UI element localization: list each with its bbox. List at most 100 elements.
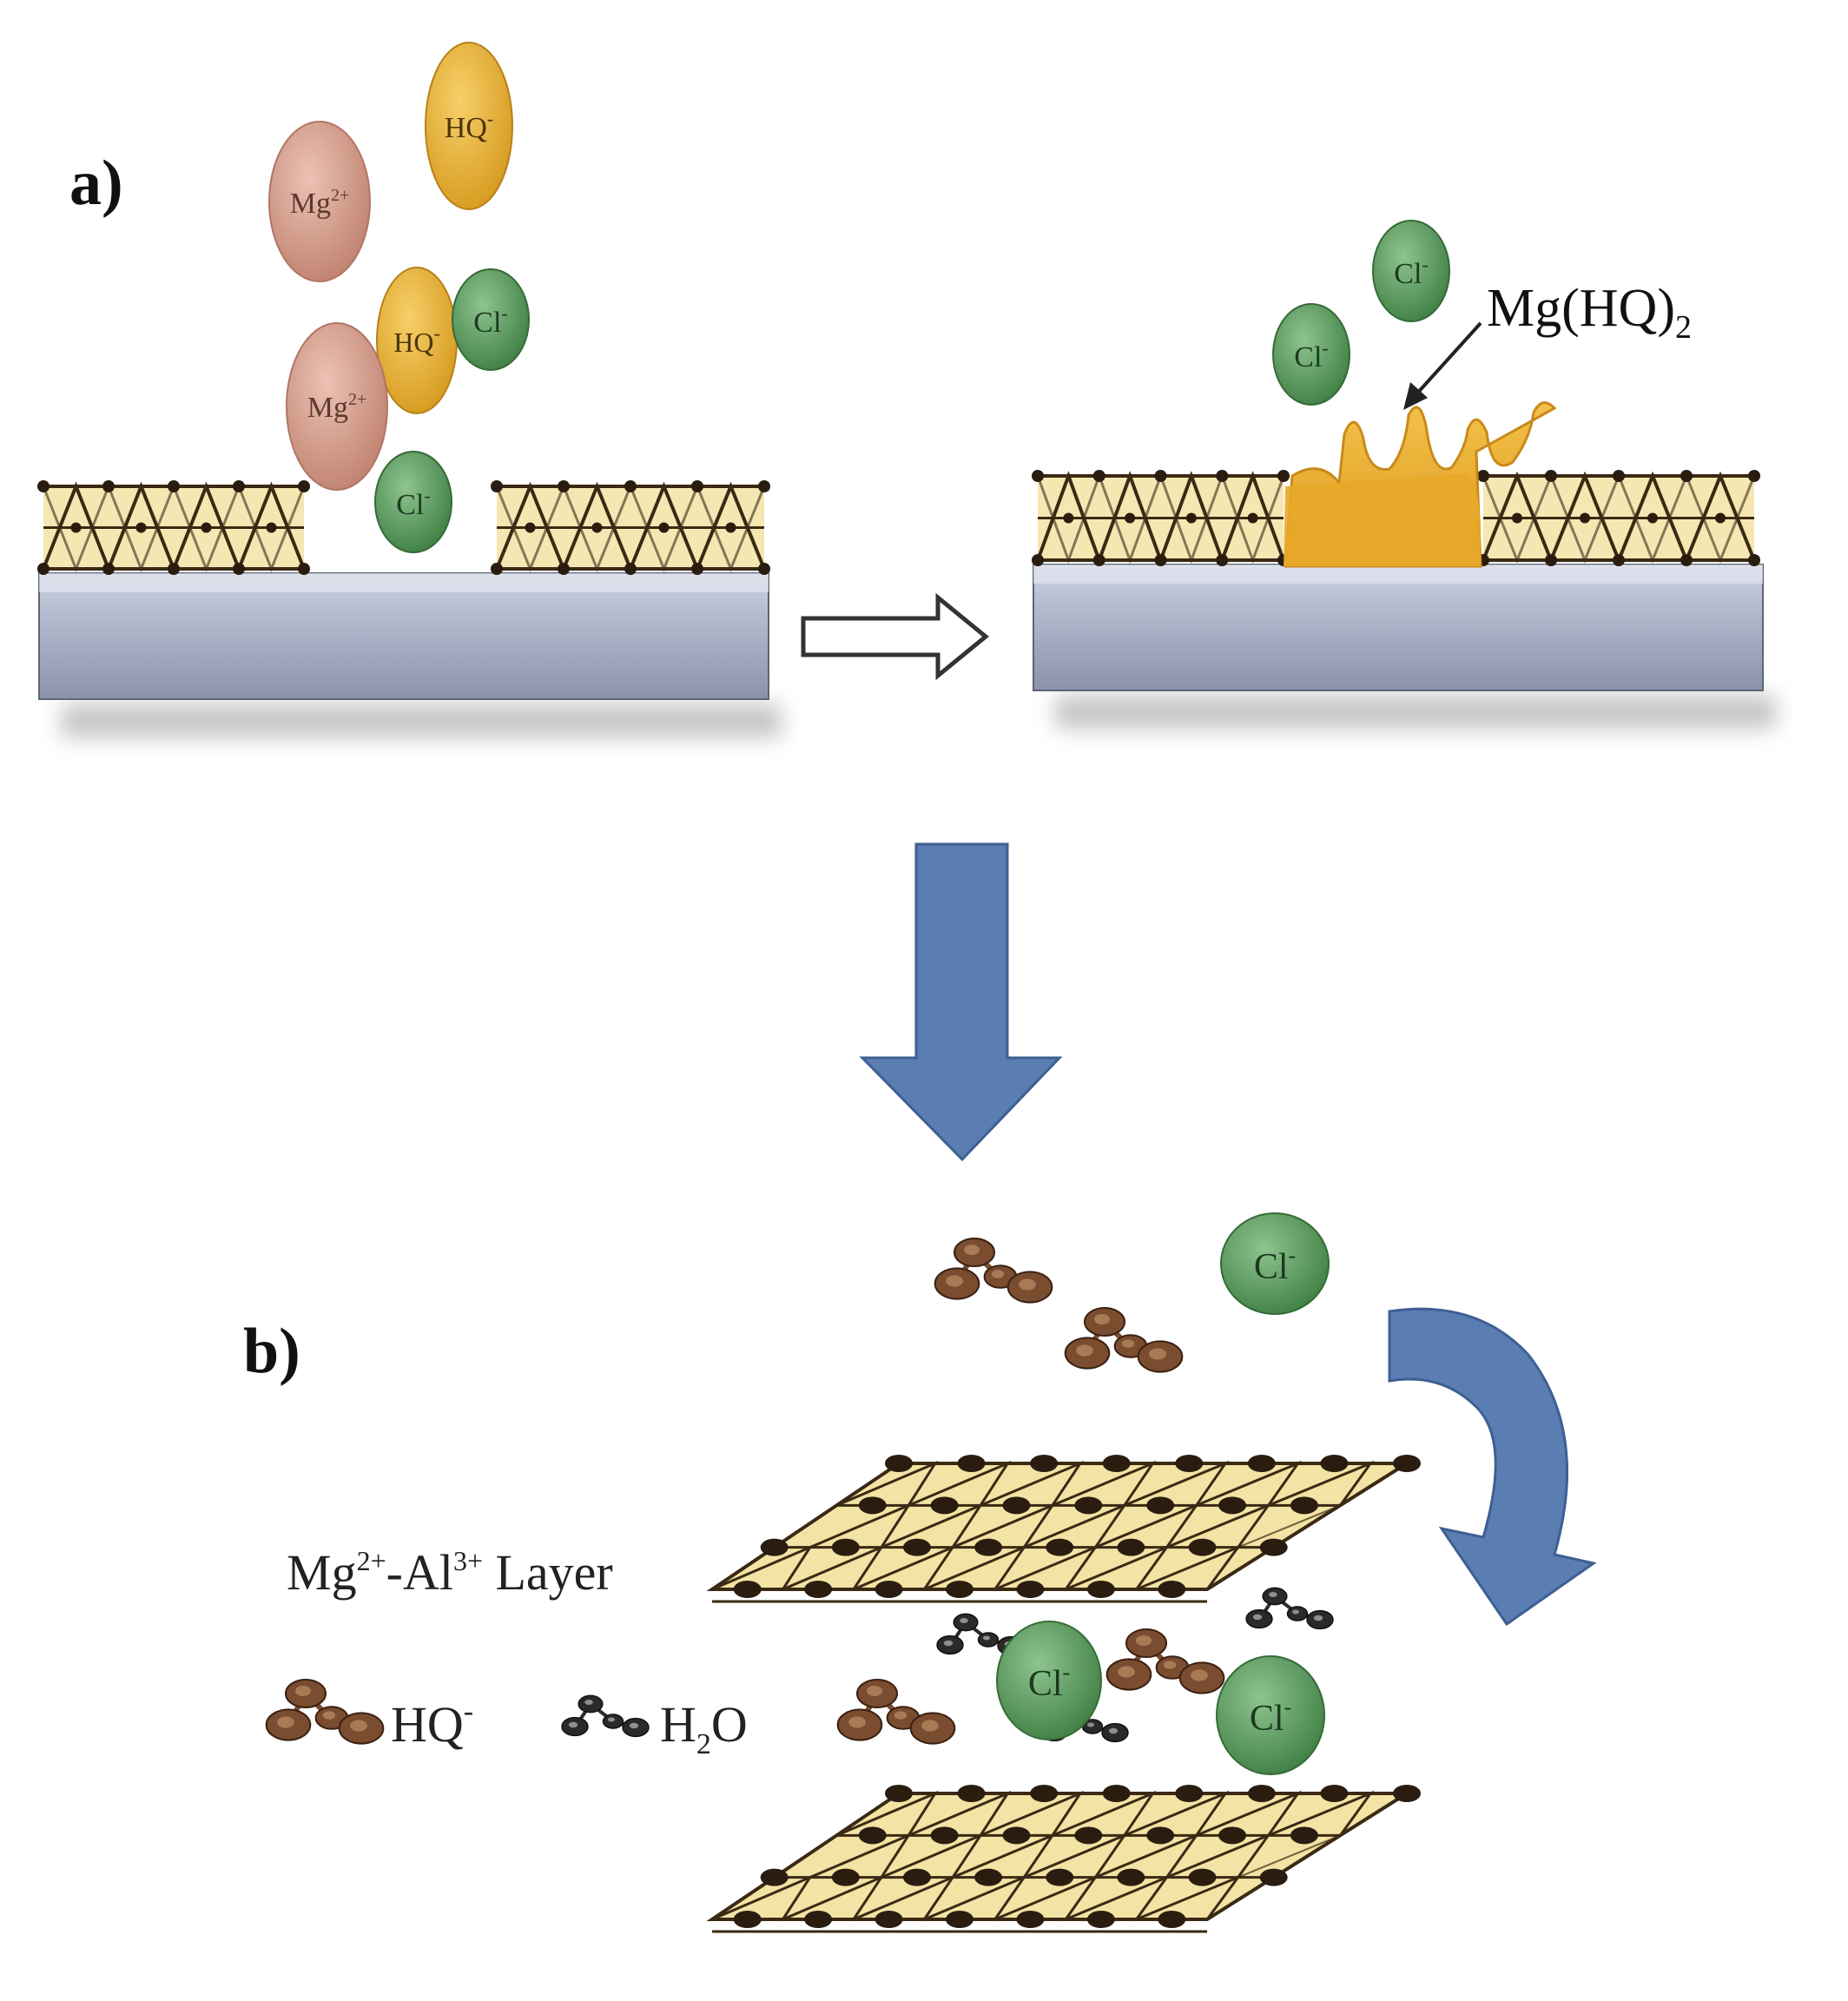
layer-node [1218, 1826, 1247, 1845]
lattice-node [102, 480, 115, 492]
layer-node [957, 1785, 986, 1802]
legend-hq-molecule [265, 1679, 385, 1745]
atom-highlight [322, 1711, 336, 1720]
cl-ion-2-label: Cl [396, 489, 424, 521]
lattice-node [1545, 554, 1557, 566]
process-arrow-right [801, 592, 989, 681]
right-substrate [1033, 564, 1776, 730]
layer-node [858, 1496, 887, 1515]
lattice-node [298, 563, 310, 575]
lattice-node [135, 522, 147, 533]
svg-text:Cl-: Cl- [473, 302, 507, 339]
svg-text:Cl-: Cl- [1294, 337, 1328, 373]
cl-ion-1-charge: - [501, 302, 507, 324]
hq-ion-2-charge: - [433, 322, 439, 344]
svg-text:Cl-: Cl- [1394, 254, 1428, 290]
layer-bond [1206, 1876, 1275, 1920]
lattice-node [1715, 512, 1726, 524]
cl-ion-1: Cl- [452, 268, 530, 371]
cl-ion-4-charge: - [1422, 254, 1428, 275]
cl-ion-3-label: Cl [1294, 341, 1322, 373]
layer-node [760, 1868, 789, 1886]
mg-ion-1-charge: 2+ [331, 186, 349, 205]
hq-molecule-4 [836, 1679, 956, 1745]
layer-node [804, 1911, 833, 1928]
layer-node [1002, 1826, 1031, 1845]
layer-node [974, 1538, 1003, 1556]
lattice-node [491, 563, 503, 575]
atom-highlight [568, 1721, 578, 1728]
layer-node [902, 1538, 931, 1556]
atom-highlight [629, 1722, 639, 1729]
cl-ion-2-charge: - [424, 485, 430, 506]
layer-node [831, 1538, 860, 1556]
atom-highlight [960, 1618, 968, 1623]
hq-ion-2-label: HQ [393, 327, 433, 358]
lattice-node [1477, 470, 1489, 482]
lattice-node [233, 480, 245, 492]
layer-node [733, 1911, 762, 1928]
lattice-node [1748, 554, 1760, 566]
lattice-node [266, 522, 277, 533]
lattice-node [758, 480, 770, 492]
lattice-node [102, 563, 115, 575]
lattice-node [1277, 470, 1290, 482]
lattice-node [1680, 554, 1693, 566]
layer-node [1002, 1496, 1031, 1515]
layer-node [1030, 1455, 1059, 1472]
curved-exchange-arrow [1388, 1307, 1597, 1627]
lattice-node [233, 563, 245, 575]
lattice-node [525, 522, 536, 533]
layer-node [930, 1826, 959, 1845]
svg-text:Cl-: Cl- [1254, 1243, 1296, 1287]
lattice-node [1154, 470, 1167, 482]
lattice-node [1647, 512, 1658, 524]
lattice-node [1613, 554, 1625, 566]
layer-bond [1206, 1546, 1275, 1590]
layer-node [1046, 1538, 1074, 1556]
layer-node [1046, 1868, 1074, 1886]
lattice-node [1748, 470, 1760, 482]
atom-highlight [1118, 1666, 1135, 1678]
lattice-node [1125, 512, 1136, 524]
layer-node [1102, 1785, 1131, 1802]
layer-node [1290, 1496, 1318, 1515]
lattice-coating-right-2 [1477, 470, 1760, 566]
mg-hq2-label-main: Mg(HQ) [1487, 279, 1675, 338]
mg-ion-2-charge: 2+ [348, 390, 366, 409]
lattice-coating-right-1 [1032, 470, 1290, 566]
layer-node [1393, 1785, 1421, 1802]
lattice-node [558, 563, 570, 575]
cl-ion-7: Cl- [1216, 1655, 1325, 1775]
cl-ion-3-charge: - [1322, 337, 1328, 359]
atom-highlight [983, 1635, 990, 1641]
layer-label-mg: Mg [287, 1544, 357, 1601]
atom-highlight [1108, 1727, 1119, 1734]
atom-highlight [1292, 1609, 1299, 1615]
hq-molecule-1 [934, 1238, 1053, 1304]
atom-highlight [295, 1686, 311, 1696]
lattice-node [1216, 554, 1229, 566]
mg-ion-1-label: Mg [290, 188, 331, 220]
legend-h2o-o: O [711, 1696, 748, 1753]
molecules-panel-b [836, 1238, 1334, 1745]
lattice-node [725, 522, 736, 533]
lattice-node [1092, 554, 1106, 566]
layer-node [885, 1785, 913, 1802]
mg-hq2-label: Mg(HQ)2 [1487, 279, 1692, 346]
layer-node [1158, 1911, 1186, 1928]
layer-node [760, 1538, 789, 1556]
mg-ion-2-label: Mg [307, 392, 348, 424]
layer-label-al-charge: 3+ [453, 1545, 483, 1576]
layer-node [974, 1868, 1003, 1886]
cl-ion-6-label: Cl [1028, 1664, 1063, 1704]
lattice-node [1063, 512, 1074, 524]
layer-node [1175, 1455, 1204, 1472]
layer-node [946, 1581, 974, 1598]
layer-plane [706, 1462, 1413, 1591]
lattice-node [70, 522, 82, 533]
lattice-node [624, 480, 637, 492]
lattice-node [691, 563, 703, 575]
cl-ion-7-label: Cl [1250, 1699, 1284, 1739]
